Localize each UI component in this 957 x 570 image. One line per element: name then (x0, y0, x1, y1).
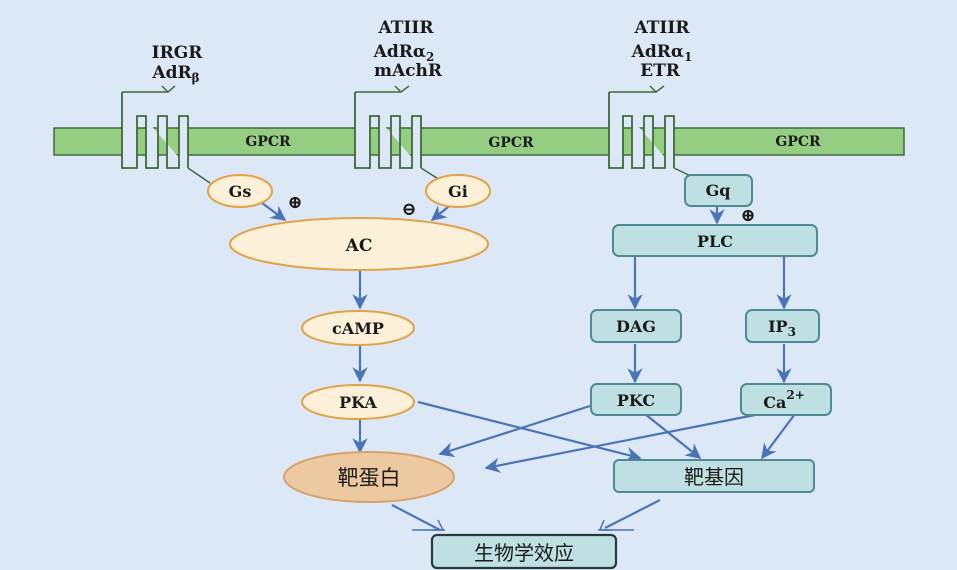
arrows (261, 202, 796, 531)
arrow-ca-target-protein (484, 412, 761, 473)
arrow-pka-target-gene (417, 400, 642, 463)
arrow-pkc-target-gene (644, 413, 702, 459)
node-pka: PKA (301, 384, 415, 420)
receptor-3-line-1: ATIIR (634, 18, 691, 38)
membrane-label-2: GPCR (488, 135, 534, 151)
node-pkc: PKC (590, 383, 682, 416)
node-gi: Gi (425, 174, 491, 208)
membrane-label-3: GPCR (775, 134, 821, 150)
node-plc: PLC (612, 224, 818, 257)
node-ac: AC (229, 217, 489, 271)
arrow-gs-ac (261, 202, 287, 221)
svg-text:PKA: PKA (339, 393, 377, 412)
svg-text:PLC: PLC (697, 232, 733, 251)
arrow-target-gene-effect (604, 499, 661, 529)
node-ca: Ca2+ (740, 383, 832, 416)
receptor-3-line-3: ETR (640, 61, 681, 81)
node-gs: Gs (207, 174, 273, 208)
receptor-2-line-2: AdRα2 (373, 42, 435, 64)
receptor-2: ATIIR AdRα2 mAchR GPCR (354, 18, 534, 181)
node-gq: Gq (684, 174, 753, 207)
node-target-protein: 靶蛋白 (283, 451, 455, 503)
membrane-label-1: GPCR (245, 134, 291, 150)
node-target-gene: 靶基因 (613, 459, 815, 493)
node-camp: cAMP (301, 310, 415, 346)
svg-text:Gs: Gs (229, 182, 252, 201)
receptor-1-line-1: IRGR (152, 43, 204, 63)
receptor-3: ATIIR AdRα1 ETR GPCR (608, 18, 821, 179)
svg-text:靶基因: 靶基因 (684, 465, 744, 489)
svg-text:IP3: IP3 (768, 317, 796, 339)
membrane-bar (53, 127, 905, 156)
receptor-3-line-2: AdRα1 (631, 42, 693, 64)
svg-text:靶蛋白: 靶蛋白 (338, 466, 401, 490)
svg-text:cAMP: cAMP (332, 319, 384, 338)
node-ip3: IP3 (745, 309, 820, 343)
receptor-1-line-2: AdRβ (151, 63, 199, 85)
svg-text:Ca2+: Ca2+ (763, 388, 805, 412)
receptor-2-line-1: ATIIR (378, 18, 435, 38)
gs-stimulate-sign: ⊕ (287, 192, 302, 213)
receptor-2-line-3: mAchR (374, 61, 443, 81)
arrow-target-protein-effect (391, 504, 441, 531)
gi-inhibit-sign: ⊖ (401, 199, 416, 220)
receptor-1: IRGR AdRβ GPCR (121, 43, 291, 184)
svg-text:Gq: Gq (706, 181, 731, 200)
svg-text:AC: AC (345, 236, 373, 256)
arrow-ca-target-gene (761, 413, 796, 460)
node-bio-effect: 生物学效应 (430, 533, 618, 570)
arrow-pkc-target-protein (438, 404, 591, 458)
svg-text:Gi: Gi (448, 182, 468, 201)
svg-text:生物学效应: 生物学效应 (474, 541, 574, 565)
node-dag: DAG (590, 309, 682, 343)
svg-text:DAG: DAG (616, 317, 656, 336)
svg-text:PKC: PKC (617, 391, 655, 410)
gq-stimulate-sign: ⊕ (740, 205, 755, 226)
